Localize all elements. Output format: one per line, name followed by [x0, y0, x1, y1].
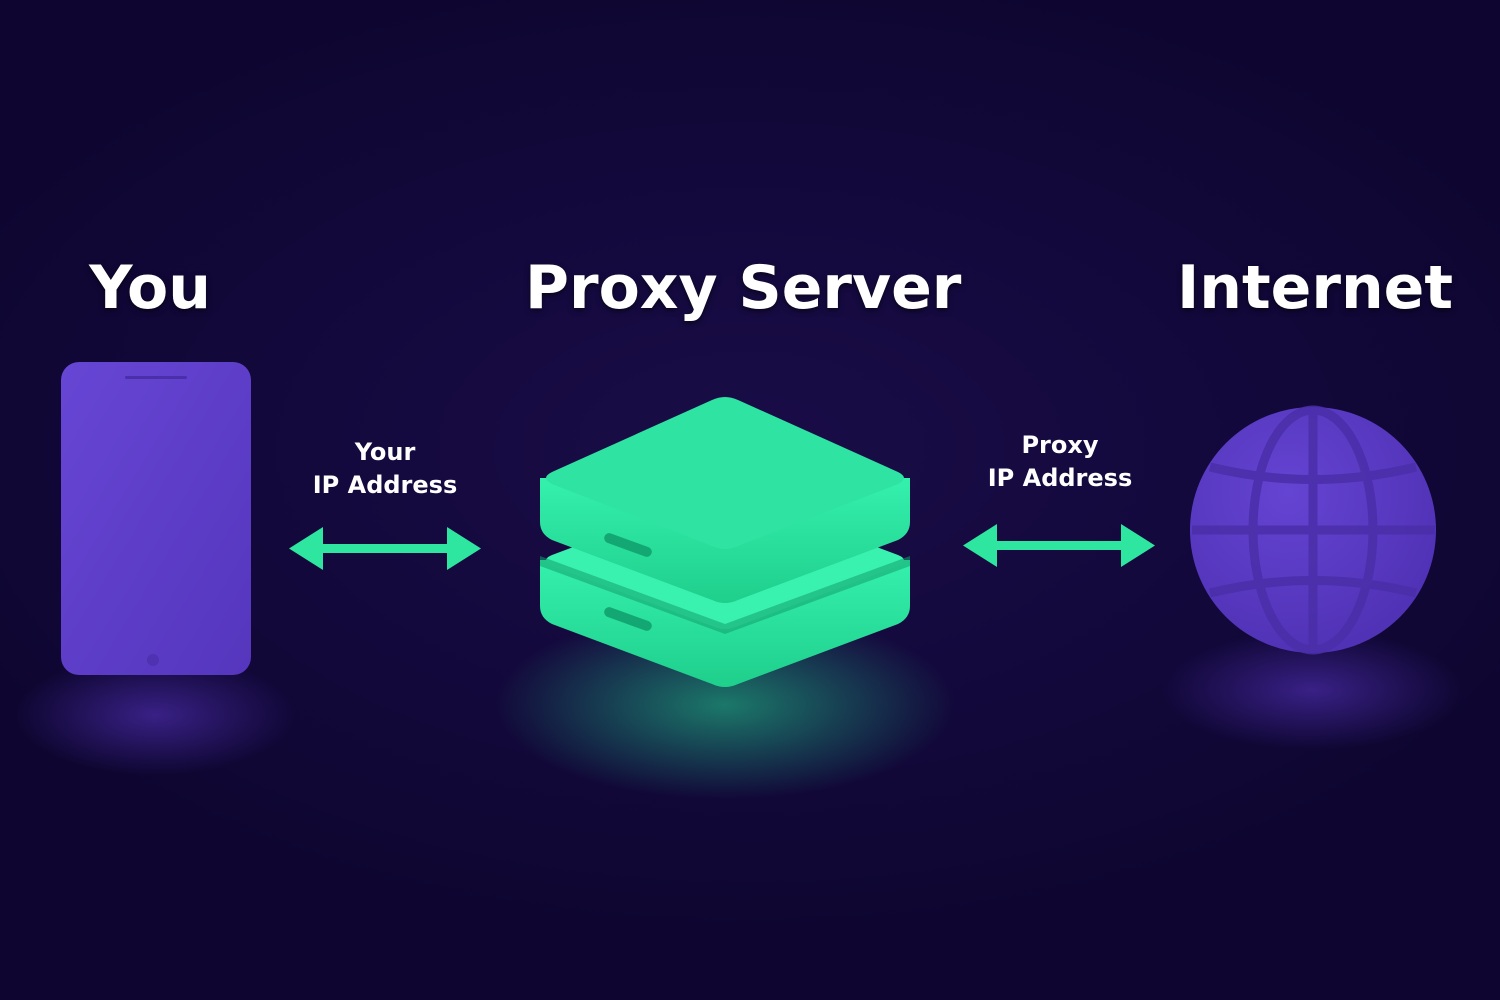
edge-label-line-2: IP Address	[312, 471, 458, 499]
smartphone-icon	[61, 362, 251, 675]
bidirectional-arrow-right	[963, 524, 1155, 567]
node-title-you: You	[89, 253, 211, 323]
edge-label-proxy-ip: Proxy IP Address	[960, 429, 1160, 495]
globe-icon	[1190, 405, 1436, 655]
bidirectional-arrow-left	[289, 527, 481, 570]
server-glow	[495, 610, 955, 800]
globe-glow	[1162, 630, 1462, 750]
phone-glow	[15, 655, 295, 775]
edge-label-line-1: Proxy	[1021, 431, 1099, 459]
edge-label-your-ip: Your IP Address	[285, 436, 485, 502]
edge-label-line-2: IP Address	[987, 464, 1133, 492]
server-stack-icon	[540, 397, 910, 687]
node-title-proxy-server: Proxy Server	[525, 253, 962, 323]
node-title-internet: Internet	[1176, 253, 1454, 323]
edge-label-line-1: Your	[354, 438, 416, 466]
